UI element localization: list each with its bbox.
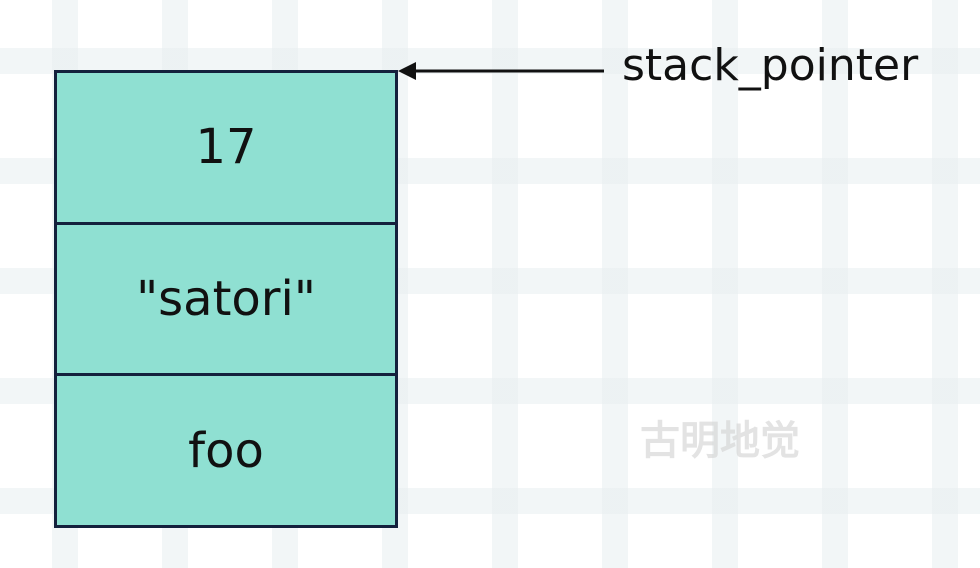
watermark: 古明地觉 — [640, 418, 800, 464]
stack-pointer-label: stack_pointer — [622, 40, 919, 91]
stack-cell-top: 17 — [195, 119, 257, 176]
stack-cell-bottom: foo — [57, 373, 395, 525]
stack-diagram: 17 "satori" foo — [54, 70, 398, 528]
stack-cell-middle: "satori" — [57, 221, 395, 374]
pointer-arrow-head — [398, 62, 416, 80]
